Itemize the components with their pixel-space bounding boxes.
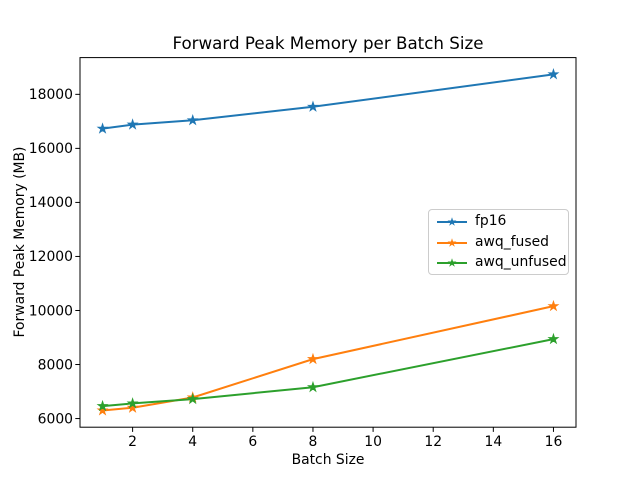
legend-label-awq_unfused: awq_unfused (475, 254, 567, 271)
y-tick-label: 12000 (29, 249, 73, 265)
y-tick-label: 16000 (29, 141, 73, 157)
legend-item-awq_fused: awq_fused (436, 233, 568, 254)
legend-star-icon (447, 238, 457, 247)
series-markers-awq_unfused (96, 332, 560, 412)
series-markers-awq_fused (96, 299, 560, 416)
legend-sample-awq_fused (437, 238, 467, 247)
x-tick-label: 10 (364, 434, 382, 450)
legend-label-fp16: fp16 (475, 213, 507, 230)
x-tick-label: 6 (248, 434, 257, 450)
x-tick-label: 14 (484, 434, 502, 450)
series-line-fp16 (101, 73, 555, 130)
x-tick-label: 4 (188, 434, 197, 450)
legend-item-awq_unfused: awq_unfused (436, 253, 568, 274)
legend-sample-fp16 (437, 217, 467, 227)
y-tick-label: 8000 (38, 357, 73, 373)
axes-frame (79, 57, 577, 428)
legend: fp16 awq_fused awq_unfused (428, 209, 569, 275)
x-tick-label: 2 (128, 434, 137, 450)
x-axis-label: Batch Size (291, 452, 365, 468)
series-markers-fp16 (96, 68, 560, 134)
legend-item-fp16: fp16 (436, 212, 568, 233)
y-tick-label: 6000 (38, 411, 73, 427)
series-line-awq_fused (101, 305, 555, 412)
x-tick-label: 16 (545, 434, 563, 450)
legend-star-icon (447, 217, 457, 227)
legend-star-icon (447, 258, 457, 268)
x-tick-label: 8 (309, 434, 318, 450)
y-tick-label: 10000 (29, 303, 73, 319)
y-tick-label: 18000 (29, 87, 73, 103)
y-tick-label: 14000 (29, 195, 73, 211)
x-tick-label: 12 (424, 434, 442, 450)
y-axis-label: Forward Peak Memory (MB) (12, 146, 28, 338)
series-line-awq_unfused (101, 338, 555, 408)
legend-label-awq_fused: awq_fused (475, 233, 549, 250)
legend-sample-awq_unfused (437, 258, 467, 268)
chart-title: Forward Peak Memory per Batch Size (172, 33, 484, 53)
